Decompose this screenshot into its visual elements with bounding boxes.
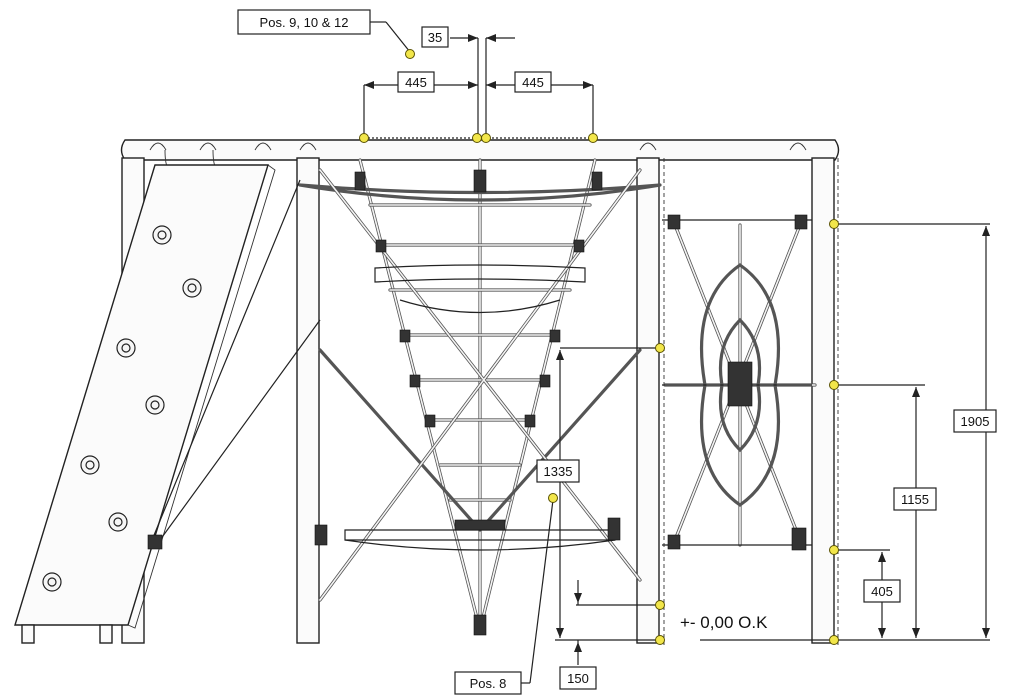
dim-right-offset-text: 445 — [522, 75, 544, 90]
post-left — [296, 157, 320, 644]
spider-web-net — [662, 214, 817, 551]
climbing-holds — [42, 225, 202, 592]
marker-rail-upper — [829, 219, 839, 229]
marker-top-right — [588, 133, 598, 143]
rope-clamps — [147, 169, 621, 636]
label-positions-top: Pos. 9, 10 & 12 — [237, 9, 371, 35]
dim-net-height: 1335 — [536, 459, 580, 483]
label-positions-bottom: Pos. 8 — [454, 671, 522, 695]
marker-callout-bottom — [548, 493, 558, 503]
dim-net-height-text: 1335 — [544, 464, 573, 479]
dim-rail-upper-text: 1905 — [961, 414, 990, 429]
dim-rail-middle: 1155 — [893, 487, 937, 511]
dim-rail-middle-text: 1155 — [901, 492, 929, 507]
marker-ground-center — [655, 635, 665, 645]
frame-posts — [121, 157, 839, 645]
dim-bottom-gap: 150 — [559, 666, 597, 690]
spider-center-clamps — [667, 214, 808, 551]
label-positions-top-text: Pos. 9, 10 & 12 — [260, 15, 349, 30]
marker-top-center-b — [481, 133, 491, 143]
label-positions-bottom-text: Pos. 8 — [470, 676, 507, 691]
post-right — [636, 157, 660, 644]
marker-rail-middle — [829, 380, 839, 390]
dim-right-offset: 445 — [514, 71, 552, 93]
dim-rail-lower-text: 405 — [871, 584, 893, 599]
marker-rail-lower — [829, 545, 839, 555]
marker-net-bottom — [655, 600, 665, 610]
dim-rail-lower: 405 — [863, 579, 901, 603]
dim-left-offset-text: 445 — [405, 75, 427, 90]
climbing-wall — [14, 164, 276, 644]
dim-top-gap-text: 35 — [428, 30, 442, 45]
dim-left-offset: 445 — [397, 71, 435, 93]
marker-ground-right — [829, 635, 839, 645]
center-rope-net — [147, 158, 662, 636]
marker-callout-top — [405, 49, 415, 59]
marker-net-top — [655, 343, 665, 353]
dim-bottom-gap-text: 150 — [567, 671, 589, 686]
ground-level-label: +- 0,00 O.K — [680, 613, 768, 632]
reference-markers — [359, 49, 839, 645]
dim-top-gap: 35 — [421, 26, 449, 48]
post-far-right — [811, 157, 835, 644]
ground-level-text: +- 0,00 O.K — [680, 613, 768, 632]
dim-rail-upper: 1905 — [953, 409, 997, 433]
marker-top-center-a — [472, 133, 482, 143]
marker-top-left — [359, 133, 369, 143]
